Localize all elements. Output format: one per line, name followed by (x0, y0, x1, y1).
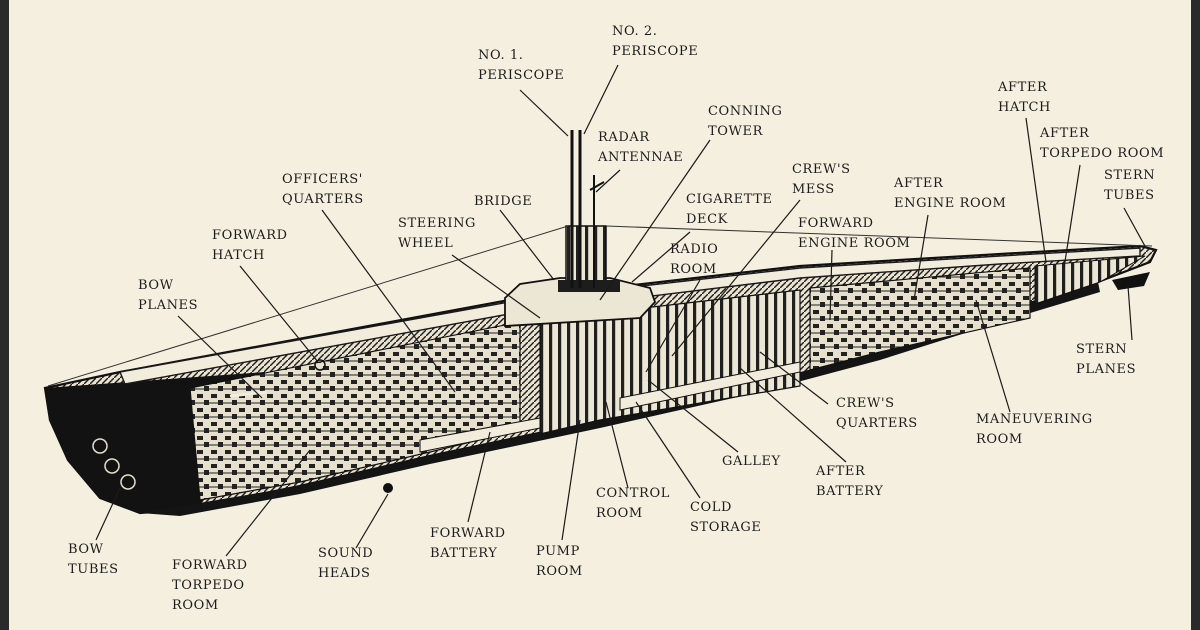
label-cigarette-deck: CIGARETTE DECK (686, 192, 773, 227)
stern-compartments (1034, 255, 1146, 305)
label-cold-storage: COLD STORAGE (690, 500, 762, 535)
label-crews-mess: CREW'S MESS (792, 162, 851, 197)
sound-head-marker (383, 483, 393, 493)
label-after-engine-room: AFTER ENGINE ROOM (894, 176, 1007, 211)
label-galley: GALLEY (722, 454, 781, 469)
bow-tube-1 (104, 458, 120, 474)
label-bridge: BRIDGE (474, 194, 533, 209)
label-forward-engine-room: FORWARD ENGINE ROOM (798, 216, 911, 251)
label-stern-tubes: STERN TUBES (1104, 168, 1156, 203)
right-border-bar (1191, 0, 1200, 630)
label-no2-periscope: NO. 2. PERISCOPE (612, 24, 699, 59)
stern-plane-shape (1112, 272, 1150, 290)
label-sound-heads: SOUND HEADS (318, 546, 374, 581)
left-border-bar (0, 0, 9, 630)
label-after-hatch: AFTER HATCH (998, 80, 1051, 115)
label-crews-quarters: CREW'S QUARTERS (836, 396, 918, 431)
label-officers-quarters: OFFICERS' QUARTERS (282, 172, 364, 207)
label-steering-wheel: STEERING WHEEL (398, 216, 477, 251)
engine-compartments (809, 267, 1031, 371)
battery-strip-fwd (419, 417, 541, 453)
radar-antenna-bar (589, 181, 605, 191)
label-radio-room: RADIO ROOM (670, 242, 719, 277)
label-after-torpedo-room: AFTER TORPEDO ROOM (1040, 126, 1165, 161)
label-forward-battery: FORWARD BATTERY (430, 526, 506, 561)
stern-jumping-wire (605, 225, 1153, 247)
label-maneuvering-room: MANEUVERING ROOM (976, 412, 1093, 447)
label-control-room: CONTROL ROOM (596, 486, 670, 521)
bow-tube-2 (120, 474, 136, 490)
leader-lines (95, 64, 1147, 557)
label-no1-periscope: NO. 1. PERISCOPE (478, 48, 565, 83)
label-forward-hatch: FORWARD HATCH (212, 228, 288, 263)
conning-tower-top (558, 280, 620, 292)
bow-tube-3 (92, 438, 108, 454)
battery-strip-aft (619, 361, 801, 411)
forward-hatch-mark (314, 359, 326, 371)
label-conning-tower: CONNING TOWER (708, 104, 783, 139)
label-bow-tubes: BOW TUBES (68, 542, 119, 577)
bow-plane (229, 390, 267, 398)
label-bow-planes: BOW PLANES (138, 278, 199, 313)
label-stern-planes: STERN PLANES (1076, 342, 1137, 377)
label-radar-antennae: RADAR ANTENNAE (598, 130, 684, 165)
label-pump-room: PUMP ROOM (536, 544, 583, 579)
label-forward-torpedo-room: FORWARD TORPEDO ROOM (172, 558, 248, 613)
label-after-battery: AFTER BATTERY (816, 464, 884, 499)
midship-compartments (539, 289, 801, 435)
bow-jumping-wire (47, 225, 569, 387)
